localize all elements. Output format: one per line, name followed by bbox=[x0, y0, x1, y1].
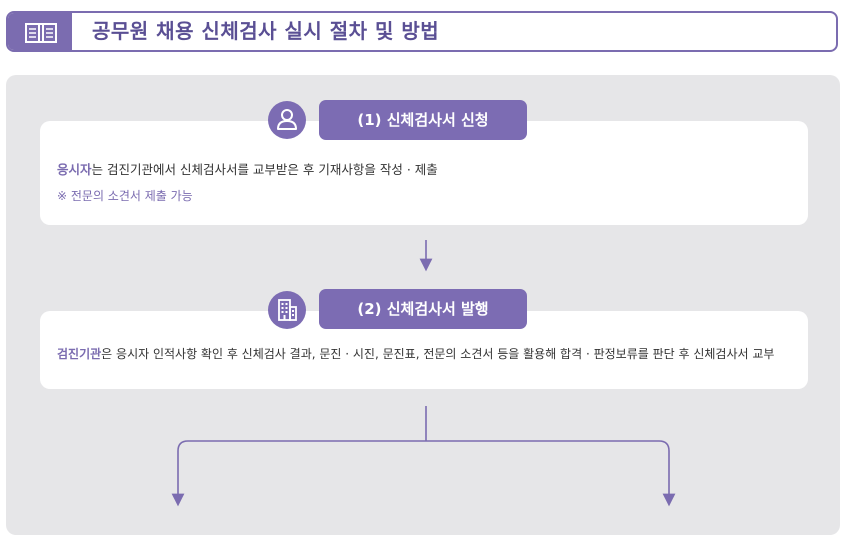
flow-connectors bbox=[171, 240, 676, 507]
person-icon bbox=[277, 109, 297, 130]
step-2-description: 검진기관은 응시자 인적사항 확인 후 신체검사 결과, 문진 · 시진, 문진… bbox=[57, 345, 774, 362]
step-2-text: 은 응시자 인적사항 확인 후 신체검사 결과, 문진 · 시진, 문진표, 전… bbox=[101, 347, 775, 361]
header-icon-box bbox=[8, 13, 72, 50]
step-2-subject: 검진기관 bbox=[57, 347, 102, 361]
connector-right-branch bbox=[426, 440, 676, 507]
building-icon bbox=[278, 299, 297, 321]
step-1-text: 는 검진기관에서 신체검사서를 교부받은 후 기재사항을 작성 · 제출 bbox=[91, 162, 438, 177]
section-header: 공무원 채용 신체검사 실시 절차 및 방법 bbox=[6, 11, 838, 52]
step-1-label: (1) 신체검사서 신청 bbox=[319, 100, 527, 140]
step-2-label: (2) 신체검사서 발행 bbox=[319, 289, 527, 329]
step-1-icon-badge bbox=[268, 101, 306, 139]
page-title: 공무원 채용 신체검사 실시 절차 및 방법 bbox=[92, 19, 440, 43]
step-1-note: ※ 전문의 소견서 제출 가능 bbox=[57, 189, 193, 203]
step-2-icon-badge bbox=[268, 291, 306, 329]
step-1-subject: 응시자 bbox=[57, 162, 92, 177]
step-1-description: 응시자는 검진기관에서 신체검사서를 교부받은 후 기재사항을 작성 · 제출 bbox=[57, 159, 438, 178]
connector-left-branch bbox=[171, 440, 426, 507]
book-icon bbox=[25, 23, 57, 43]
